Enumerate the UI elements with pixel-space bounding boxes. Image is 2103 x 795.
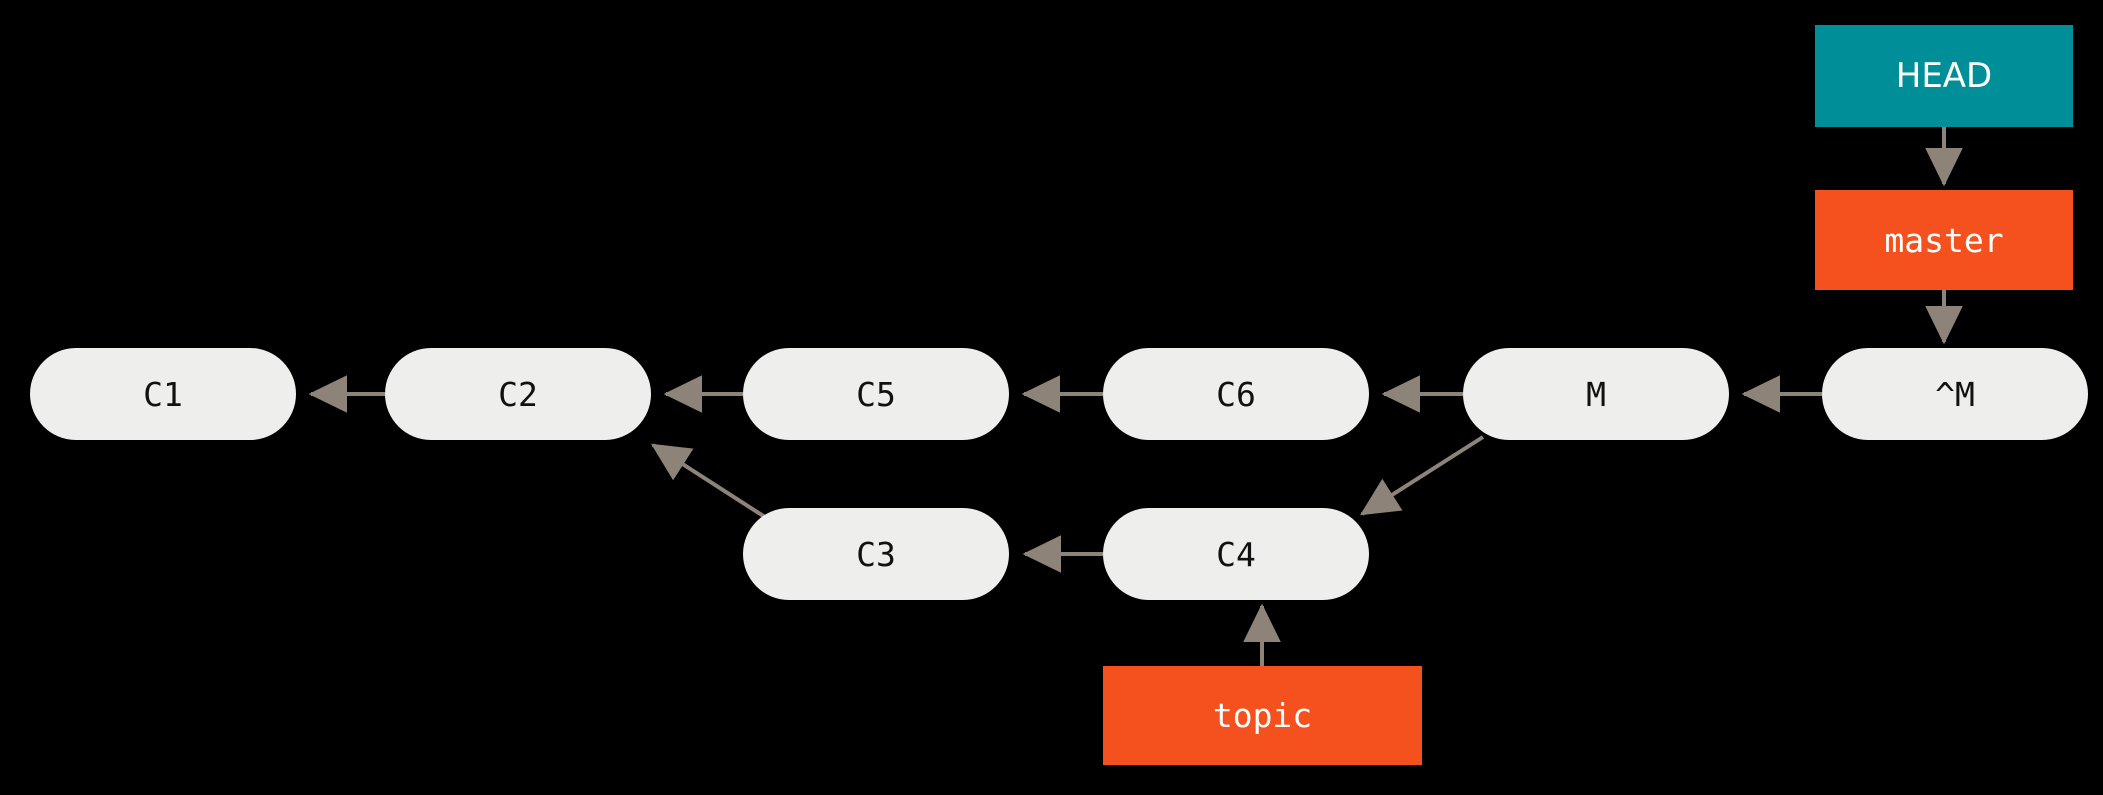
- commit-label: M: [1586, 374, 1606, 414]
- commit-label: C1: [143, 374, 183, 414]
- commit-label: C6: [1216, 374, 1256, 414]
- ref-label: topic: [1212, 696, 1313, 735]
- ref-box-master[interactable]: master: [1815, 190, 2073, 290]
- commit-node-c3[interactable]: C3: [743, 508, 1009, 600]
- commit-node-c5[interactable]: C5: [743, 348, 1009, 440]
- commit-node-c2[interactable]: C2: [385, 348, 651, 440]
- ref-box-topic[interactable]: topic: [1103, 666, 1422, 765]
- ref-box-head[interactable]: HEAD: [1815, 25, 2073, 127]
- commit-label: C5: [856, 374, 896, 414]
- commit-node-m[interactable]: M: [1463, 348, 1729, 440]
- commit-label: C3: [856, 534, 896, 574]
- edge-c3-c2: [650, 443, 770, 521]
- commit-label: C2: [498, 374, 538, 414]
- commit-node-c4[interactable]: C4: [1103, 508, 1369, 600]
- ref-label: HEAD: [1895, 56, 1993, 96]
- edge-m-c4: [1359, 435, 1485, 516]
- commit-label: C4: [1216, 534, 1256, 574]
- commit-label: ^M: [1935, 374, 1975, 414]
- commit-node-c6[interactable]: C6: [1103, 348, 1369, 440]
- commit-node-c1[interactable]: C1: [30, 348, 296, 440]
- ref-label: master: [1884, 220, 2004, 260]
- commit-node-caret-m[interactable]: ^M: [1822, 348, 2088, 440]
